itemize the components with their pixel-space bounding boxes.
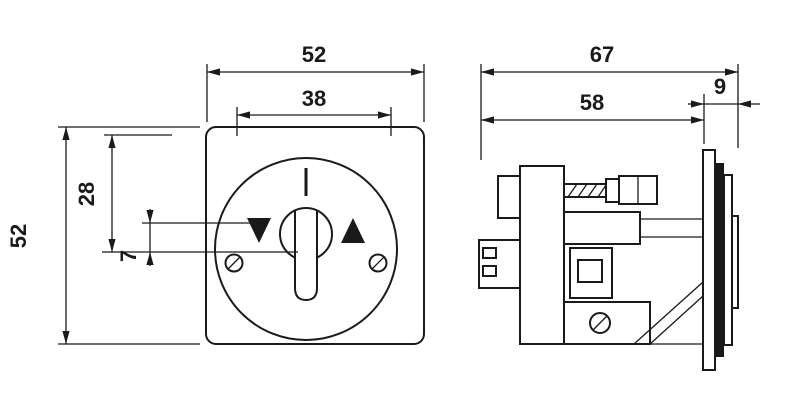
dim-side-plate-thickness: 9 (688, 74, 760, 108)
screw-right (368, 253, 388, 273)
side-bolt (563, 178, 620, 203)
dim-label-side-total-depth: 67 (590, 42, 614, 67)
side-bezel-ring (723, 174, 733, 346)
side-top-left-block (497, 175, 521, 219)
side-view: 67 58 9 (478, 42, 760, 371)
dim-label-front-height: 52 (6, 224, 31, 248)
side-terminal-block (478, 239, 521, 289)
screw-left-slot (227, 256, 241, 270)
triangle-up-icon (341, 218, 365, 243)
dim-front-center-height: 28 (74, 134, 298, 253)
side-terminal-1 (482, 247, 497, 259)
dim-label-side-plate-thickness: 9 (714, 74, 726, 99)
side-screw-slot (592, 315, 608, 331)
side-bolt-nut (605, 178, 620, 203)
side-mid-block (563, 211, 641, 245)
keyhole-slot (294, 211, 318, 302)
dim-side-total-depth: 67 (480, 42, 739, 160)
dim-label-front-offset: 7 (116, 250, 141, 262)
side-lever-edge-2 (633, 281, 704, 345)
side-switch-inner (577, 259, 603, 283)
side-main-column (519, 165, 565, 345)
triangle-down-icon (247, 218, 271, 243)
dim-label-front-hole-spacing: 38 (302, 86, 326, 111)
dim-label-side-body-depth: 58 (580, 90, 604, 115)
dim-side-body-depth: 58 (481, 90, 705, 144)
side-screw (589, 312, 611, 334)
dim-label-front-width: 52 (302, 42, 326, 67)
side-lever-edge-1 (649, 295, 704, 345)
side-face-plate (702, 149, 716, 371)
dim-front-hole-spacing: 38 (236, 86, 392, 136)
side-gasket (715, 163, 724, 357)
dim-label-front-center-height: 28 (74, 182, 99, 206)
side-terminal-2 (482, 265, 497, 277)
screw-right-slot (371, 256, 385, 270)
dim-front-offset: 7 (116, 209, 252, 266)
screw-left (224, 253, 244, 273)
dim-front-width: 52 (206, 42, 425, 122)
dim-front-height: 52 (6, 126, 200, 345)
side-cylinder-tip (731, 215, 739, 309)
front-view: 52 38 52 28 7 (6, 42, 425, 345)
